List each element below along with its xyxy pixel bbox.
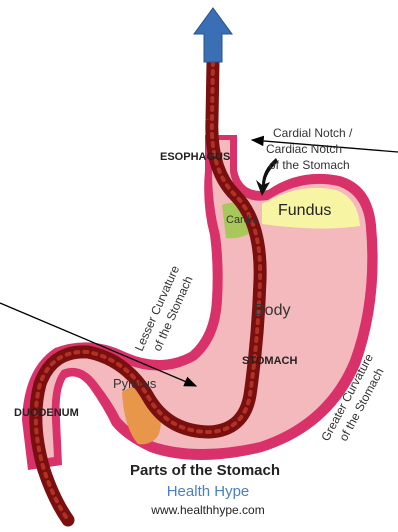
caption-url: www.healthhype.com — [150, 503, 264, 517]
cardia-label: Cardia — [226, 214, 259, 226]
pylorus-label: Pylorus — [113, 376, 157, 391]
cardiac-notch-label-1: Cardial Notch / — [273, 126, 353, 140]
cardiac-notch-label-2: Cardiac Notch — [266, 142, 342, 156]
caption-brand: Health Hype — [167, 483, 250, 500]
fundus-label: Fundus — [278, 202, 331, 219]
body-label: Body — [254, 302, 290, 319]
stomach-label: STOMACH — [242, 355, 297, 367]
up-arrow-icon — [194, 8, 232, 62]
caption-title: Parts of the Stomach — [130, 462, 280, 479]
duodenum-label: DUODENUM — [14, 407, 79, 419]
esophagus-label: ESOPHAGUS — [160, 151, 230, 163]
cardiac-notch-label-3: of the Stomach — [269, 158, 350, 172]
